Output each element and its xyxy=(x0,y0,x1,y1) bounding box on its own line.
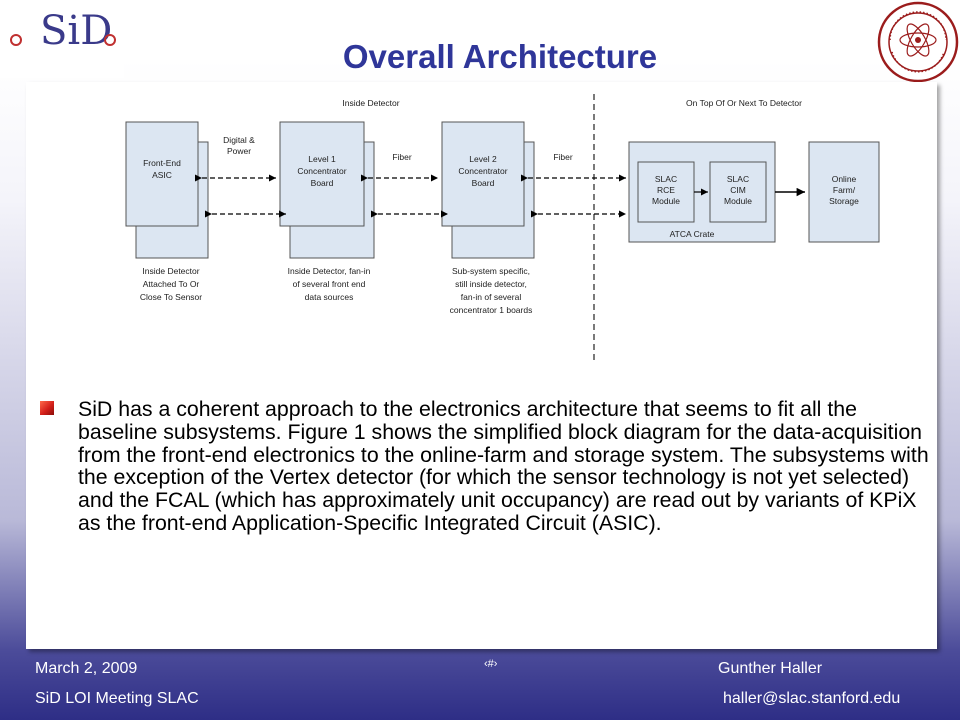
footer-page-number: ‹#› xyxy=(484,658,498,670)
cim-module-box xyxy=(709,161,767,223)
level2-caption-2: still inside detector, xyxy=(455,279,527,289)
level2-concentrator-box xyxy=(441,121,525,227)
farm-label-2: Farm/ xyxy=(833,185,856,195)
logo-text: SiD xyxy=(40,8,113,54)
footer-date: March 2, 2009 xyxy=(35,660,138,677)
content-panel: Inside Detector On Top Of Or Next To Det… xyxy=(26,82,937,649)
rce-module-box xyxy=(637,161,695,223)
body-paragraph: SiD has a coherent approach to the elect… xyxy=(78,397,929,535)
frontend-caption-3: Close To Sensor xyxy=(140,292,202,302)
rce-label-2: RCE xyxy=(657,185,675,195)
atca-crate-label: ATCA Crate xyxy=(670,229,715,239)
level2-label-1: Level 2 xyxy=(469,154,497,164)
slac-seal-logo xyxy=(877,1,959,83)
logo-dot-right xyxy=(104,34,116,46)
cim-label-2: CIM xyxy=(730,185,746,195)
footer-meeting: SiD LOI Meeting SLAC xyxy=(35,690,199,707)
level1-caption-1: Inside Detector, fan-in xyxy=(288,266,371,276)
farm-label-1: Online xyxy=(832,174,857,184)
frontend-label-2: ASIC xyxy=(152,170,172,180)
rce-label-1: SLAC xyxy=(655,174,677,184)
logo-dot-left xyxy=(10,34,22,46)
sid-logo: SiD xyxy=(0,0,124,78)
frontend-caption-1: Inside Detector xyxy=(142,266,199,276)
footer-email: haller@slac.stanford.edu xyxy=(723,690,901,707)
fiber-label-2: Fiber xyxy=(553,152,573,162)
frontend-asic-box xyxy=(125,121,199,227)
level1-label-2: Concentrator xyxy=(297,166,346,176)
level1-label-1: Level 1 xyxy=(308,154,336,164)
fiber-label-1: Fiber xyxy=(392,152,412,162)
rce-label-3: Module xyxy=(652,196,680,206)
level2-label-2: Concentrator xyxy=(458,166,507,176)
level1-caption-2: of several front end xyxy=(293,279,366,289)
region-label-inside: Inside Detector xyxy=(342,98,399,108)
architecture-diagram: Inside Detector On Top Of Or Next To Det… xyxy=(125,94,880,364)
level2-caption-1: Sub-system specific, xyxy=(452,266,530,276)
digital-power-label-1: Digital & xyxy=(223,135,255,145)
level1-concentrator-box xyxy=(279,121,365,227)
level1-label-3: Board xyxy=(311,178,334,188)
level2-caption-3: fan-in of several xyxy=(461,292,522,302)
cim-label-3: Module xyxy=(724,196,752,206)
link-arrows xyxy=(194,174,626,218)
bullet-marker xyxy=(40,401,54,415)
farm-label-3: Storage xyxy=(829,196,859,206)
cim-label-1: SLAC xyxy=(727,174,749,184)
frontend-label-1: Front-End xyxy=(143,158,181,168)
level1-caption-3: data sources xyxy=(305,292,354,302)
digital-power-label-2: Power xyxy=(227,146,251,156)
level2-caption-4: concentrator 1 boards xyxy=(450,305,533,315)
frontend-caption-2: Attached To Or xyxy=(143,279,200,289)
slide-title: Overall Architecture xyxy=(342,38,658,75)
region-label-outside: On Top Of Or Next To Detector xyxy=(686,98,802,108)
online-farm-box xyxy=(808,141,880,243)
level2-label-3: Board xyxy=(472,178,495,188)
footer-author: Gunther Haller xyxy=(718,660,823,677)
